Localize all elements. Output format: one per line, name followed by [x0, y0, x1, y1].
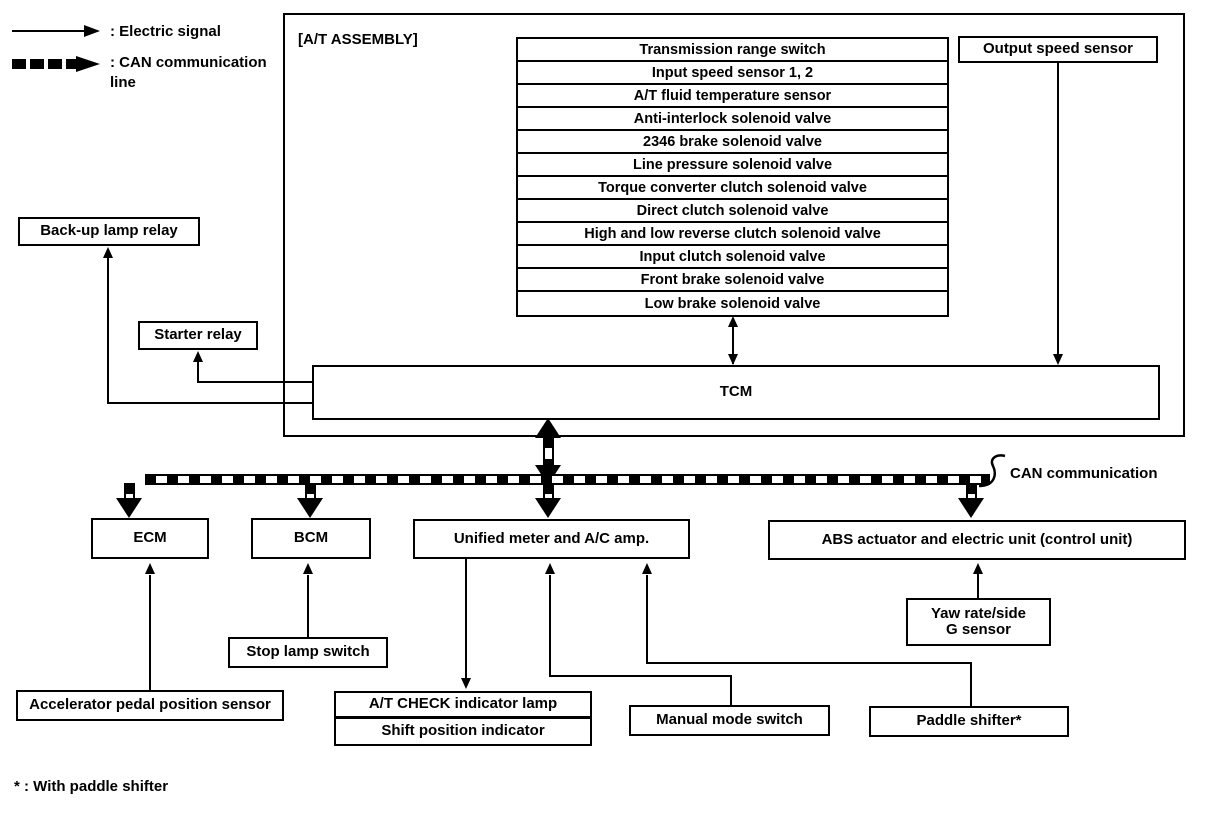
stop-lamp-switch-line — [307, 575, 309, 637]
manual-mode-switch-box: Manual mode switch — [629, 705, 830, 736]
at-component-list: Transmission range switch Input speed se… — [516, 37, 949, 317]
starter-relay-vline — [197, 361, 199, 383]
ecm-box: ECM — [91, 518, 209, 559]
bcm-box: BCM — [251, 518, 371, 559]
can-drop-abs-arrow — [958, 498, 984, 518]
can-drop-abs — [966, 483, 977, 503]
list-to-tcm-line — [732, 318, 734, 364]
unified-meter-box: Unified meter and A/C amp. — [413, 519, 690, 559]
list-item: Input speed sensor 1, 2 — [518, 62, 947, 85]
list-to-tcm-arrow-up — [728, 316, 738, 327]
at-check-lamp-arrow — [461, 678, 471, 689]
list-item: Low brake solenoid valve — [644, 295, 821, 312]
shift-position-indicator-box: Shift position indicator — [334, 717, 592, 746]
list-item: 2346 brake solenoid valve — [518, 131, 947, 154]
tcm-box: TCM — [312, 365, 1160, 420]
can-drop-ecm-arrow — [116, 498, 142, 518]
backup-lamp-relay-vline — [107, 257, 109, 404]
at-assembly-container — [283, 13, 1185, 437]
legend-can-line-label: : CAN communication line — [110, 54, 267, 92]
manual-mode-switch-hline — [549, 675, 732, 677]
yaw-rate-sensor-line — [977, 572, 979, 600]
accelerator-pedal-line — [149, 575, 151, 690]
list-item: Anti-interlock solenoid valve — [518, 108, 947, 131]
paddle-shifter-arrow — [642, 563, 652, 574]
abs-unit-box: ABS actuator and electric unit (control … — [768, 520, 1186, 560]
list-item: A/T fluid temperature sensor — [518, 85, 947, 108]
tcm-can-arrow-up — [535, 418, 561, 438]
list-item: Torque converter clutch solenoid valve — [518, 177, 947, 200]
manual-mode-switch-vline-a — [549, 575, 551, 677]
starter-relay-arrow — [193, 351, 203, 362]
tcm-can-link — [543, 437, 554, 485]
output-speed-sensor-arrow — [1053, 354, 1063, 365]
output-speed-sensor-line — [1057, 63, 1059, 359]
list-item: High and low reverse clutch solenoid val… — [518, 223, 947, 246]
starter-relay-box: Starter relay — [138, 321, 258, 350]
list-item: Front brake solenoid valve — [518, 269, 947, 292]
can-communication-label: CAN communication — [1010, 465, 1158, 482]
accelerator-pedal-arrow — [145, 563, 155, 574]
list-item: Input clutch solenoid valve — [518, 246, 947, 269]
backup-lamp-relay-hline — [107, 402, 314, 404]
legend-electric-signal-label: : Electric signal — [110, 23, 221, 40]
at-check-lamp-line — [465, 559, 467, 680]
can-drop-unified-meter — [543, 483, 554, 503]
list-to-tcm-arrow-down — [728, 354, 738, 365]
starter-relay-hline — [197, 381, 314, 383]
legend-can-line-arrow — [12, 56, 100, 72]
can-bus-terminator-squiggle — [978, 454, 1006, 488]
paddle-shifter-vline-b — [970, 662, 972, 706]
list-item: Direct clutch solenoid valve — [518, 200, 947, 223]
accelerator-pedal-sensor-box: Accelerator pedal position sensor — [16, 690, 284, 721]
can-drop-bcm — [305, 483, 316, 503]
stop-lamp-switch-box: Stop lamp switch — [228, 637, 388, 668]
stop-lamp-switch-arrow — [303, 563, 313, 574]
can-drop-bcm-arrow — [297, 498, 323, 518]
can-bus-line — [145, 474, 990, 485]
list-item: Transmission range switch — [518, 39, 947, 62]
footnote: * : With paddle shifter — [14, 778, 169, 795]
manual-mode-switch-arrow — [545, 563, 555, 574]
can-drop-ecm — [124, 483, 135, 503]
backup-lamp-relay-box: Back-up lamp relay — [18, 217, 200, 246]
can-drop-unified-meter-arrow — [535, 498, 561, 518]
at-assembly-title: [A/T ASSEMBLY] — [298, 31, 418, 48]
yaw-rate-sensor-label: Yaw rate/side G sensor — [930, 604, 1027, 638]
legend-electric-signal-arrow — [12, 25, 100, 37]
yaw-rate-sensor-box: Yaw rate/side G sensor — [906, 598, 1051, 646]
output-speed-sensor-box: Output speed sensor — [958, 36, 1158, 63]
paddle-shifter-hline — [646, 662, 972, 664]
manual-mode-switch-vline-b — [730, 675, 732, 706]
backup-lamp-relay-arrow — [103, 247, 113, 258]
paddle-shifter-box: Paddle shifter* — [869, 706, 1069, 737]
paddle-shifter-vline-a — [646, 575, 648, 664]
yaw-rate-sensor-arrow — [973, 563, 983, 574]
list-item: Line pressure solenoid valve — [518, 154, 947, 177]
at-check-indicator-lamp-box: A/T CHECK indicator lamp — [334, 691, 592, 718]
